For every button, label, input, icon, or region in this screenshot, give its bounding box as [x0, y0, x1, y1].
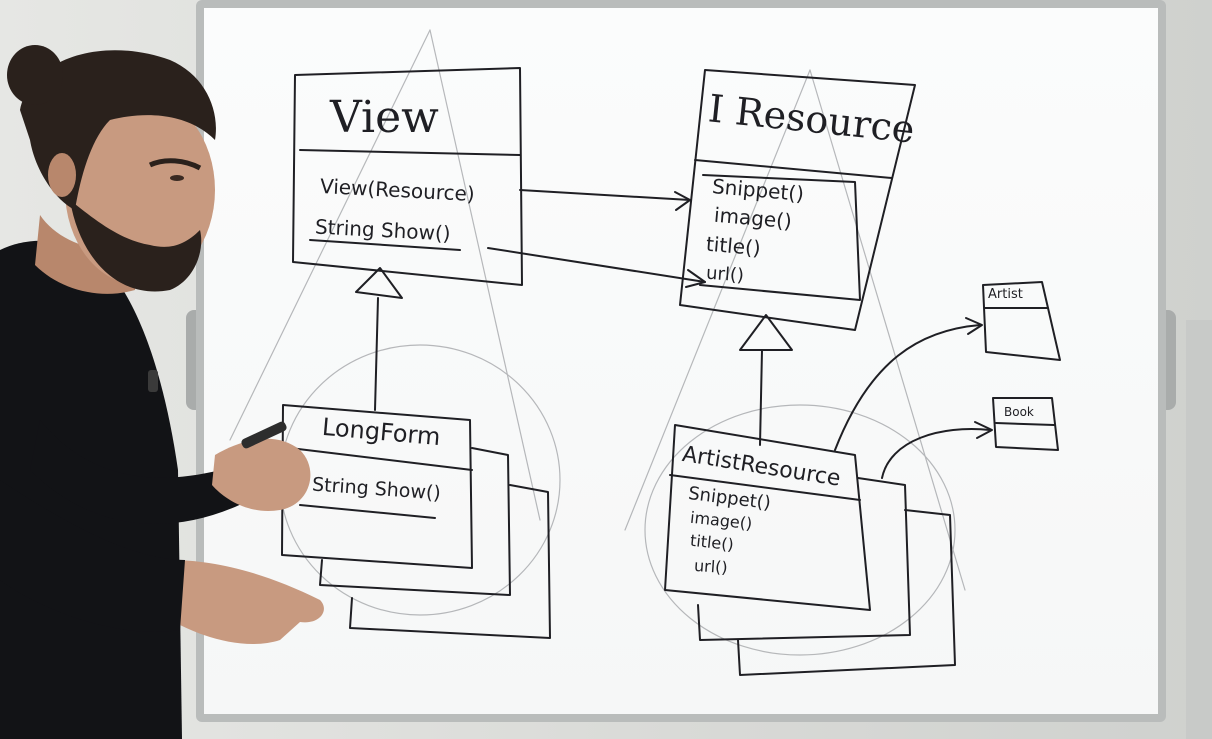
presenter-hair-bun — [7, 45, 63, 105]
inheritance-arrow-view — [355, 267, 403, 411]
presenter-brow — [148, 158, 202, 171]
association-arrows — [487, 189, 706, 288]
presenter-eye — [170, 175, 184, 181]
presenter-beard — [70, 200, 202, 292]
book-class-box — [992, 397, 1059, 451]
inheritance-arrow-iresource — [739, 314, 793, 446]
presenter-hand-lower — [170, 560, 324, 645]
longform-class-box — [281, 404, 551, 639]
whiteboard — [204, 8, 1158, 714]
artist-class-box — [982, 281, 1061, 361]
presenter-arm-upper — [30, 420, 250, 524]
faint-sketch-lines — [229, 29, 966, 656]
marker — [241, 421, 287, 449]
view-title: View — [330, 92, 439, 143]
lapel-microphone — [148, 370, 158, 392]
presenter-sleeve-lower — [0, 480, 185, 632]
presenter-forearm — [212, 438, 311, 511]
view-class-box — [292, 67, 523, 286]
book-title: Book — [1004, 405, 1034, 419]
whiteboard-stand-right — [1186, 320, 1212, 739]
dependency-arrows — [834, 317, 993, 479]
artist-title: Artist — [988, 287, 1023, 302]
iresource-interface-box — [679, 69, 916, 331]
artistresource-class-box — [664, 424, 956, 676]
presenter-ear — [48, 153, 76, 197]
